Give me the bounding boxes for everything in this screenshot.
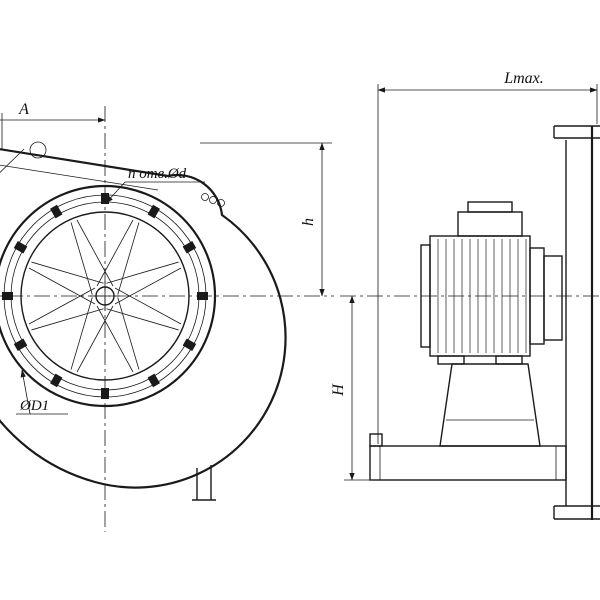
scroll-casing-outline — [0, 141, 287, 501]
rim-holes — [201, 193, 225, 207]
terminal-box — [457, 201, 523, 237]
dim-a-label: A — [18, 101, 29, 118]
casing-foot — [192, 465, 216, 501]
dim-lmax-label: Lmax. — [503, 70, 544, 87]
holes-note-label: n отв.Ød — [128, 166, 187, 182]
holes-note: n отв.Ød — [105, 166, 205, 204]
flange-hole — [29, 141, 47, 159]
motor-stand — [439, 363, 541, 447]
front-centerlines — [0, 106, 334, 532]
motor — [420, 201, 545, 365]
motor-fins — [437, 239, 527, 353]
dim-d1-label: ØD1 — [19, 398, 49, 414]
casing-side — [553, 125, 600, 520]
motor-end-cap — [420, 244, 431, 348]
dim-h-label: h — [300, 218, 317, 226]
base-frame — [369, 433, 567, 481]
motor-feet — [437, 355, 523, 365]
dimension-a: A — [0, 101, 106, 150]
bearing-bracket — [543, 255, 563, 341]
dim-h-cap-label: H — [330, 383, 347, 397]
front-view: A n отв.Ød h ØD1 — [0, 101, 334, 532]
dimension-h: h — [200, 142, 332, 297]
dimension-h-cap: H — [330, 295, 372, 481]
impeller-hub — [90, 281, 120, 311]
side-view: Lmax. H — [330, 70, 600, 520]
motor-drive-end — [529, 247, 545, 345]
dimension-lmax: Lmax. — [377, 70, 598, 444]
dimension-d1: ØD1 — [16, 369, 68, 415]
